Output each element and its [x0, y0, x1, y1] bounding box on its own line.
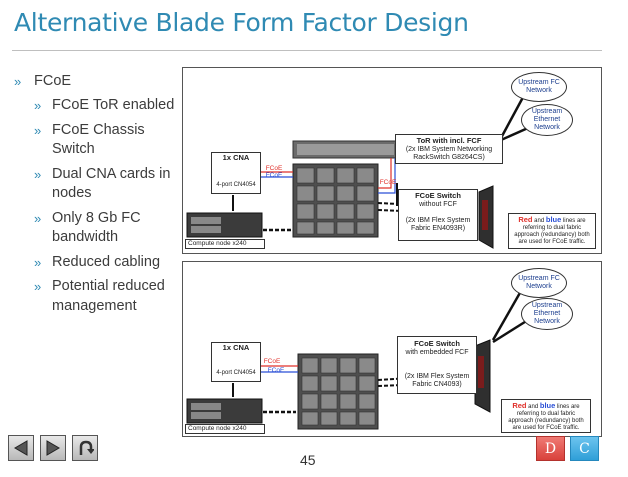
- upstream-ethernet-cloud: Upstream Ethernet Network: [521, 104, 573, 136]
- next-slide-button[interactable]: [40, 435, 66, 461]
- fcoe-switch-label-box: FCoE Switch with embedded FCF (2x IBM Fl…: [397, 336, 477, 394]
- bullet-marker-icon: »: [34, 279, 42, 294]
- bullet-list: »FCoE »FCoE ToR enabled »FCoE Chassis Sw…: [14, 72, 184, 321]
- redundancy-note: Red and blue lines are referring to dual…: [508, 213, 596, 249]
- c-button[interactable]: C: [570, 436, 599, 461]
- fcoe-label: FCoE: [267, 367, 285, 374]
- compute-node-label: Compute node x240: [185, 239, 265, 249]
- title-divider: [12, 50, 602, 51]
- return-arrow-icon: [79, 440, 94, 455]
- fcoe-label: FCoE: [379, 179, 397, 186]
- redundancy-note: Red and blue lines are referring to dual…: [501, 399, 591, 433]
- bullet-fcoe: »FCoE: [14, 73, 72, 89]
- slide-title: Alternative Blade Form Factor Design: [14, 8, 469, 37]
- bullet-item: »Dual CNA cards in nodes: [34, 165, 171, 202]
- arrow-right-icon: [46, 440, 60, 456]
- diagram-embedded-fcf: Upstream FC Network Upstream Ethernet Ne…: [182, 261, 602, 437]
- diagram-top-graphics: [186, 87, 530, 249]
- bullet-item: »FCoE ToR enabled: [14, 96, 184, 116]
- arrow-left-icon: [14, 440, 28, 456]
- upstream-ethernet-cloud: Upstream Ethernet Network: [521, 298, 573, 330]
- bullet-item: »Only 8 Gb FC bandwidth: [34, 209, 141, 246]
- bullet-item: »Reduced cabling: [14, 253, 184, 273]
- bullet-item: »FCoE Chassis Switch: [34, 121, 145, 158]
- d-button[interactable]: D: [536, 436, 565, 461]
- cna-label-box: 1x CNA 4-port CN4054: [211, 152, 261, 194]
- return-button[interactable]: [72, 435, 98, 461]
- fcoe-label: FCoE: [263, 358, 281, 365]
- bullet-item: »Potential reduced management: [34, 278, 165, 314]
- tor-label-box: ToR with incl. FCF (2x IBM System Networ…: [395, 134, 503, 164]
- previous-slide-button[interactable]: [8, 435, 34, 461]
- bullet-marker-icon: »: [34, 122, 42, 138]
- bullet-marker-icon: »: [34, 210, 42, 226]
- bullet-marker-icon: »: [14, 74, 22, 89]
- diagram-tor-fcf: Upstream FC Network Upstream Ethernet Ne…: [182, 67, 602, 254]
- cna-label-box: 1x CNA 4-port CN4054: [211, 342, 261, 382]
- fcoe-switch-label-box: FCoE Switch without FCF (2x IBM Flex Sys…: [398, 189, 478, 241]
- upstream-fc-cloud: Upstream FC Network: [511, 268, 567, 298]
- bullet-marker-icon: »: [34, 254, 42, 270]
- fcoe-label: FCoE: [265, 172, 283, 179]
- bullet-marker-icon: »: [34, 166, 42, 182]
- bullet-marker-icon: »: [34, 98, 42, 113]
- compute-node-label: Compute node x240: [185, 424, 265, 434]
- fcoe-label: FCoE: [265, 165, 283, 172]
- page-number: 45: [300, 452, 316, 468]
- upstream-fc-cloud: Upstream FC Network: [511, 72, 567, 102]
